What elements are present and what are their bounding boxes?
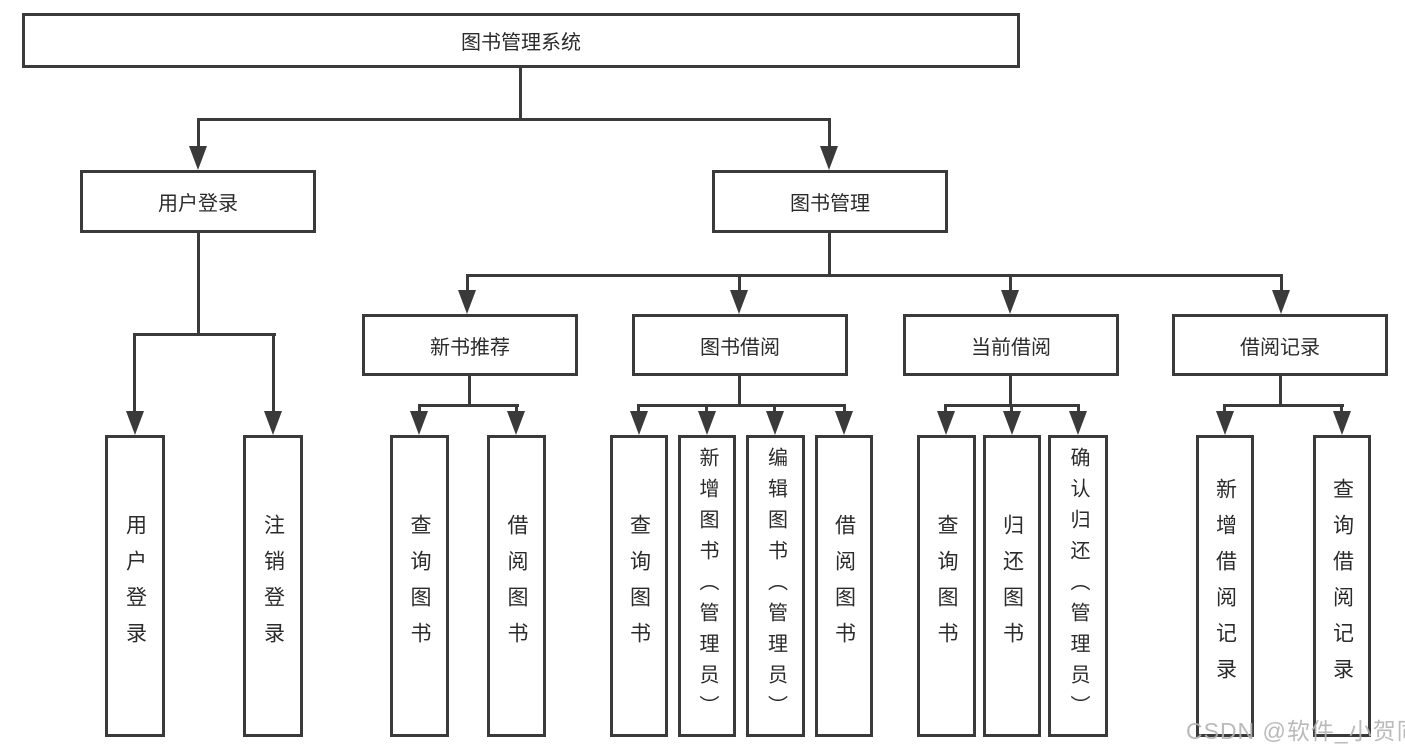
connector-line <box>1340 404 1343 414</box>
arrow-down-icon <box>410 411 428 435</box>
leaf-user-login-label: 用户登录 <box>123 514 147 658</box>
connector-line <box>133 333 276 336</box>
connector-line <box>418 404 421 414</box>
node-book-borrowing: 图书借阅 <box>632 314 848 376</box>
leaf-return-books-label: 归还图书 <box>1000 514 1024 658</box>
leaf-query-books-recommend-label: 查询图书 <box>408 514 431 658</box>
node-new-book-recommend: 新书推荐 <box>362 314 578 376</box>
leaf-borrow-books-recommend-label: 借阅图书 <box>505 514 528 658</box>
arrow-down-icon <box>1001 290 1019 314</box>
leaf-query-books-current: 查询图书 <box>917 435 976 737</box>
node-book-management-label: 图书管理 <box>790 193 870 215</box>
connector-line <box>944 404 947 414</box>
connector-line <box>197 233 200 335</box>
connector-line <box>1223 404 1344 407</box>
arrow-down-icon <box>1216 411 1234 435</box>
arrow-down-icon <box>730 290 748 314</box>
leaf-query-books-borrowing-label: 查询图书 <box>627 514 651 658</box>
connector-line <box>197 118 831 121</box>
connector-line <box>1077 404 1080 414</box>
connector-line <box>133 335 136 413</box>
arrow-down-icon <box>264 411 282 435</box>
leaf-borrow-books-recommend: 借阅图书 <box>487 435 546 737</box>
node-library-system-label: 图书管理系统 <box>461 32 581 54</box>
leaf-add-book-admin: 新增图书（管理员） <box>678 435 736 737</box>
arrow-down-icon <box>126 411 144 435</box>
node-borrowing-records: 借阅记录 <box>1172 314 1388 376</box>
arrow-down-icon <box>937 411 955 435</box>
arrow-down-icon <box>1069 411 1087 435</box>
connector-line <box>272 335 275 413</box>
arrow-down-icon <box>698 411 716 435</box>
connector-line <box>637 404 640 414</box>
arrow-down-icon <box>458 290 476 314</box>
connector-line <box>738 276 741 292</box>
connector-line <box>828 233 831 276</box>
node-new-book-recommend-label: 新书推荐 <box>430 336 510 359</box>
connector-line <box>466 274 1283 277</box>
leaf-query-borrow-record-label: 查询借阅记录 <box>1330 478 1354 694</box>
connector-line <box>418 404 519 407</box>
connector-line <box>828 120 831 148</box>
connector-line <box>515 404 518 414</box>
arrow-down-icon <box>766 411 784 435</box>
node-book-borrowing-label: 图书借阅 <box>700 336 780 359</box>
connector-line <box>197 120 200 148</box>
leaf-return-books: 归还图书 <box>983 435 1041 737</box>
connector-line <box>466 276 469 292</box>
arrow-down-icon <box>1333 411 1351 435</box>
connector-line <box>1279 376 1282 406</box>
node-user-login: 用户登录 <box>80 170 316 233</box>
connector-line <box>705 404 708 414</box>
leaf-logout-label: 注销登录 <box>261 514 285 658</box>
arrow-down-icon <box>820 146 838 170</box>
connector-line <box>1223 404 1226 414</box>
leaf-edit-book-admin-label: 编辑图书（管理员） <box>764 446 787 726</box>
leaf-query-books-borrowing: 查询图书 <box>610 435 668 737</box>
leaf-add-borrow-record-label: 新增借阅记录 <box>1213 478 1237 694</box>
leaf-borrow-books-borrowing-label: 借阅图书 <box>832 514 856 658</box>
leaf-add-book-admin-label: 新增图书（管理员） <box>696 446 718 726</box>
leaf-query-books-current-label: 查询图书 <box>935 514 958 658</box>
connector-line <box>738 376 741 406</box>
connector-line <box>1009 376 1012 406</box>
arrow-down-icon <box>507 411 525 435</box>
leaf-query-books-recommend: 查询图书 <box>390 435 449 737</box>
arrow-down-icon <box>835 411 853 435</box>
node-library-system: 图书管理系统 <box>22 13 1020 68</box>
node-user-login-label: 用户登录 <box>158 193 238 215</box>
arrow-down-icon <box>189 146 207 170</box>
node-borrowing-records-label: 借阅记录 <box>1240 336 1320 359</box>
arrow-down-icon <box>1272 290 1290 314</box>
csdn-watermark: CSDN @软件_小贺同学 <box>1186 718 1405 744</box>
node-current-borrowing-label: 当前借阅 <box>971 336 1051 359</box>
leaf-confirm-return-admin: 确认归还（管理员） <box>1048 435 1108 737</box>
connector-line <box>1280 276 1283 292</box>
connector-line <box>637 404 846 407</box>
connector-line <box>773 404 776 414</box>
arrow-down-icon <box>630 411 648 435</box>
connector-line <box>519 68 522 120</box>
node-book-management: 图书管理 <box>712 170 948 233</box>
connector-line <box>468 376 471 406</box>
connector-line <box>1010 404 1013 414</box>
leaf-confirm-return-admin-label: 确认归还（管理员） <box>1067 446 1089 726</box>
leaf-logout: 注销登录 <box>243 435 303 737</box>
leaf-add-borrow-record: 新增借阅记录 <box>1196 435 1254 737</box>
leaf-query-borrow-record: 查询借阅记录 <box>1313 435 1371 737</box>
node-current-borrowing: 当前借阅 <box>903 314 1119 376</box>
leaf-edit-book-admin: 编辑图书（管理员） <box>746 435 805 737</box>
arrow-down-icon <box>1003 411 1021 435</box>
leaf-borrow-books-borrowing: 借阅图书 <box>815 435 873 737</box>
connector-line <box>843 404 846 414</box>
connector-line <box>1009 276 1012 292</box>
leaf-user-login: 用户登录 <box>105 435 165 737</box>
